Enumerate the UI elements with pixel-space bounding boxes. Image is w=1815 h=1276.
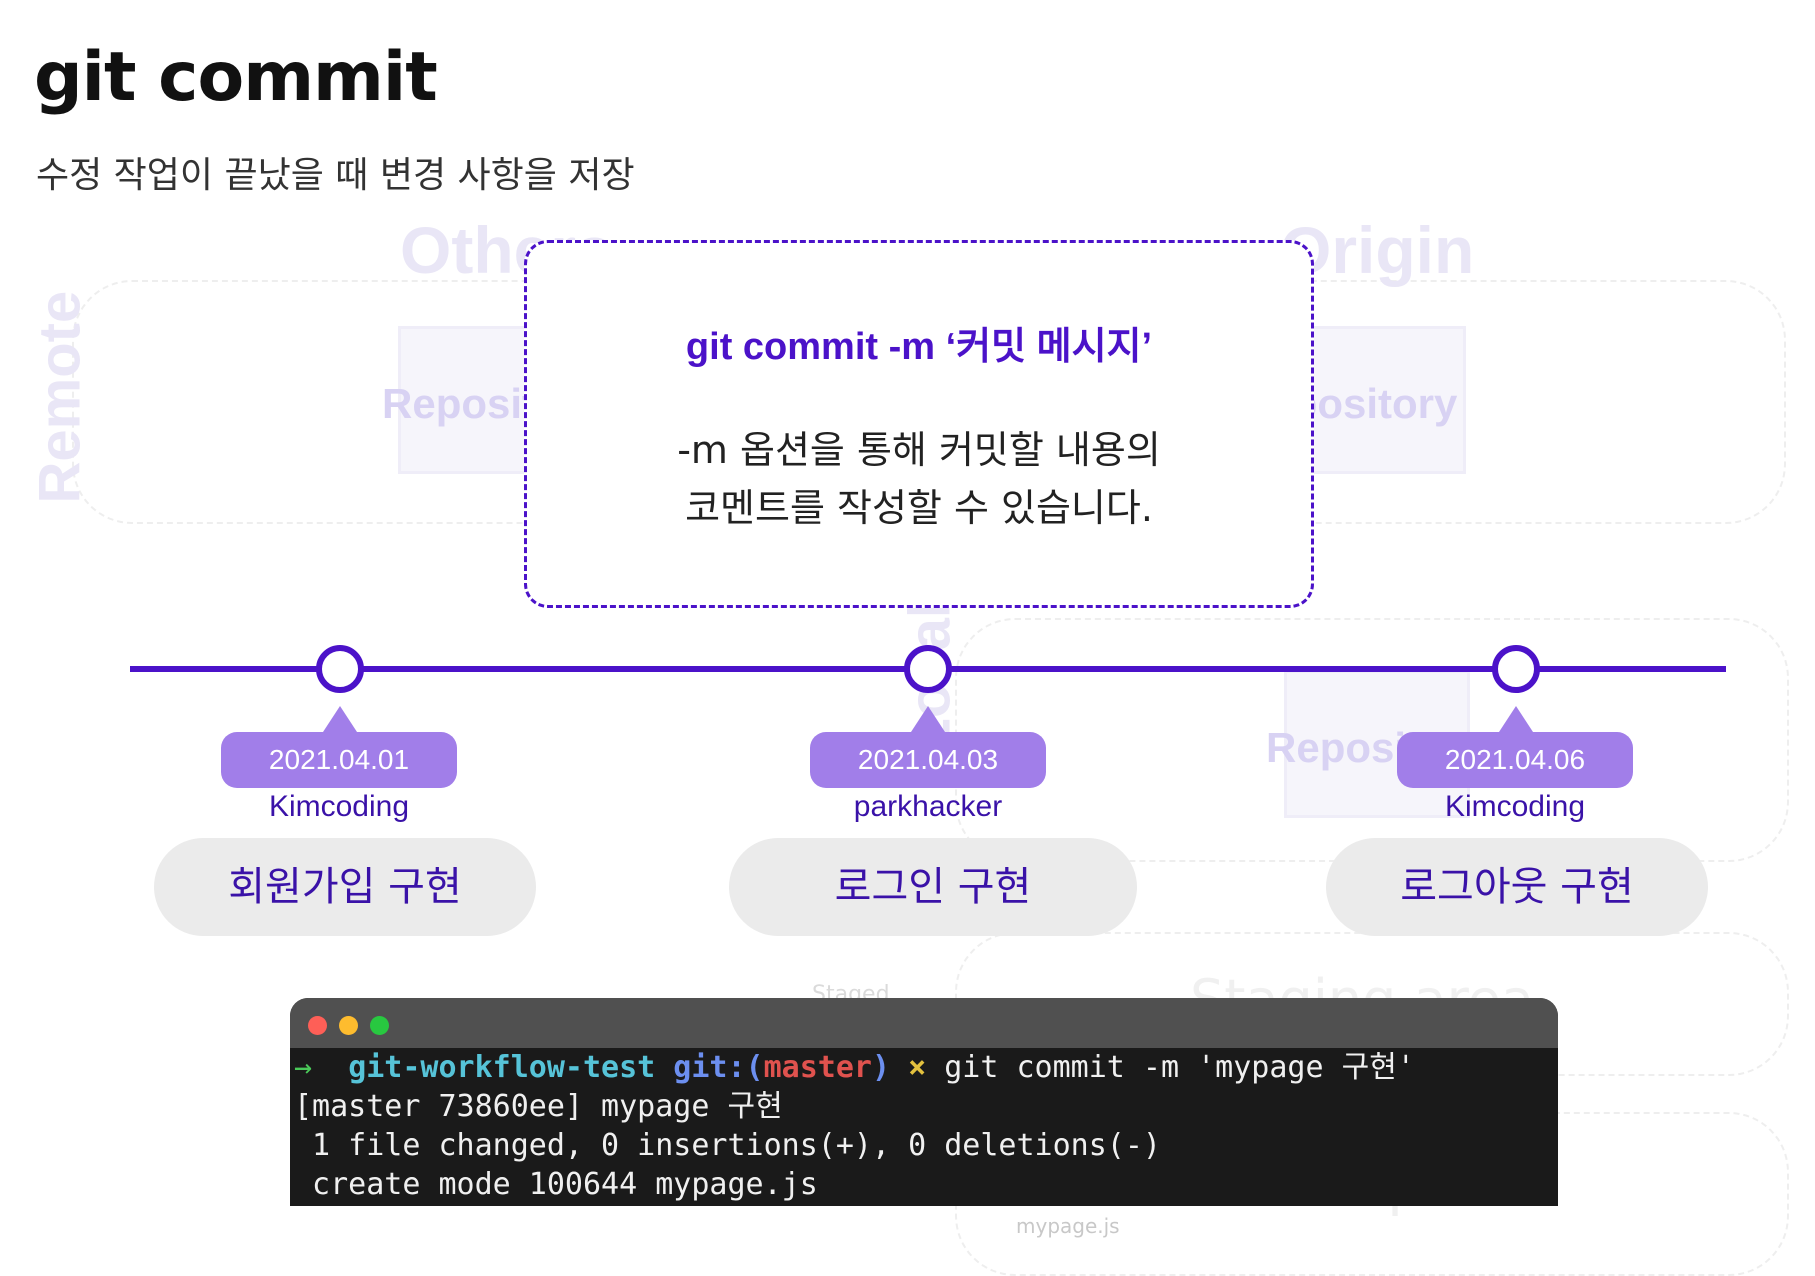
- commit-message: 로그인 구현: [729, 838, 1137, 936]
- callout-description-line: -m 옵션을 통해 커밋할 내용의: [677, 428, 1161, 472]
- commit-date: 2021.04.01: [221, 732, 457, 788]
- file-name-label: mypage.js: [1016, 1214, 1120, 1238]
- remote-label: Remote: [27, 290, 93, 504]
- callout-description: -m 옵션을 통해 커밋할 내용의 코멘트를 작성할 수 있습니다.: [527, 421, 1311, 537]
- terminal-output: → git-workflow-test git:(master) × git c…: [294, 1048, 1554, 1204]
- commit-callout: git commit -m ‘커밋 메시지’ -m 옵션을 통해 커밋할 내용의…: [524, 240, 1314, 608]
- pointer-triangle: [1499, 706, 1533, 732]
- terminal-output-line: 1 file changed, 0 insertions(+), 0 delet…: [294, 1128, 1161, 1163]
- page-title: git commit: [34, 38, 438, 117]
- terminal-title-bar: [290, 998, 1558, 1048]
- commit-node: [1492, 645, 1540, 693]
- terminal-command: git commit -m 'mypage 구현': [944, 1050, 1415, 1085]
- commit-node: [316, 645, 364, 693]
- git-prefix: git:(: [673, 1050, 764, 1085]
- page-subtitle: 수정 작업이 끝났을 때 변경 사항을 저장: [36, 155, 635, 196]
- commit-author: Kimcoding: [1444, 790, 1586, 823]
- callout-command: git commit -m ‘커밋 메시지’: [685, 326, 1153, 368]
- terminal-output-line: [master 73860ee] mypage 구현: [294, 1089, 783, 1124]
- callout-description-line: 코멘트를 작성할 수 있습니다.: [685, 486, 1153, 530]
- maximize-icon[interactable]: [370, 1016, 389, 1035]
- git-branch: master: [763, 1050, 872, 1085]
- commit-author: Kimcoding: [268, 790, 410, 823]
- commit-message: 회원가입 구현: [154, 838, 536, 936]
- commit-date: 2021.04.06: [1397, 732, 1633, 788]
- commit-message: 로그아웃 구현: [1326, 838, 1708, 936]
- commit-date: 2021.04.03: [810, 732, 1046, 788]
- dirty-mark-icon: ×: [908, 1050, 927, 1085]
- terminal-output-line: create mode 100644 mypage.js: [294, 1167, 818, 1202]
- commit-author: parkhacker: [853, 790, 1003, 823]
- terminal-directory: git-workflow-test: [348, 1050, 656, 1085]
- commit-node: [904, 645, 952, 693]
- pointer-triangle: [323, 706, 357, 732]
- terminal-prompt-line: → git-workflow-test git:(master) × git c…: [294, 1048, 1554, 1087]
- git-suffix: ): [871, 1050, 891, 1085]
- minimize-icon[interactable]: [339, 1016, 358, 1035]
- pointer-triangle: [911, 706, 945, 732]
- prompt-arrow-icon: →: [294, 1050, 313, 1085]
- terminal-window: → git-workflow-test git:(master) × git c…: [290, 998, 1558, 1206]
- close-icon[interactable]: [308, 1016, 327, 1035]
